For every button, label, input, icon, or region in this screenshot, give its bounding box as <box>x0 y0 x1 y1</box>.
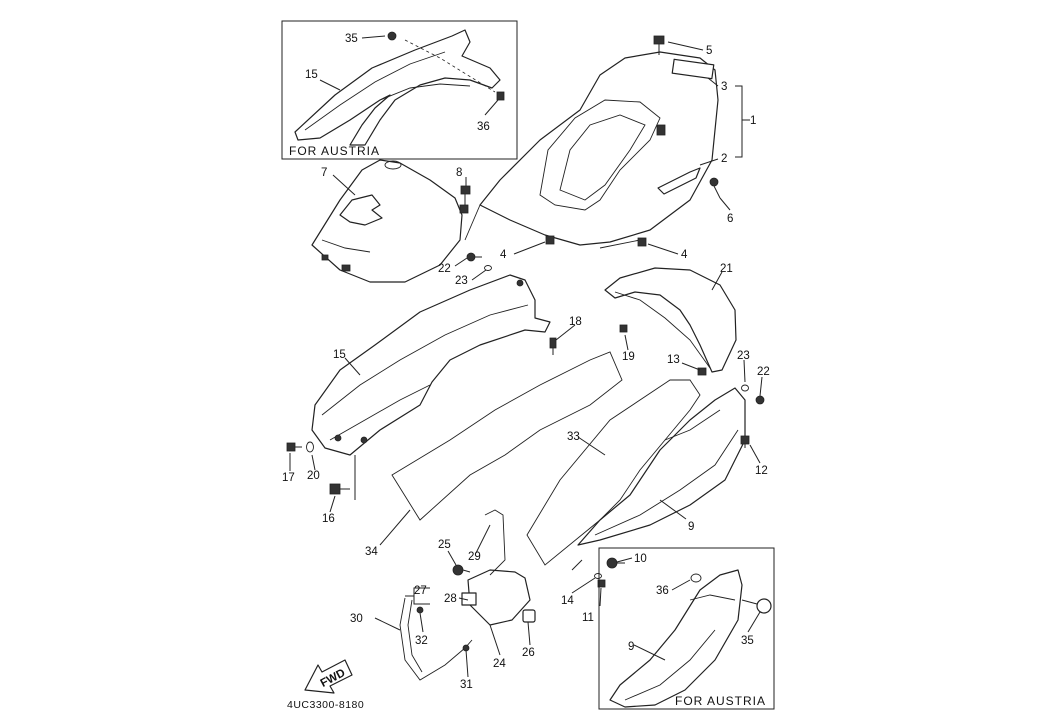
callout-11: 11 <box>582 612 594 624</box>
callout-21: 21 <box>720 263 733 275</box>
callout-19: 19 <box>622 351 635 363</box>
screw-18 <box>549 337 557 355</box>
inset-top-side-cover-drawing <box>294 29 505 146</box>
callout-6: 6 <box>727 213 733 225</box>
inset-top-austria: FOR AUSTRIA <box>281 20 518 160</box>
fasteners-10-11-14 <box>594 557 625 588</box>
callout-12: 12 <box>755 465 768 477</box>
callout-35: 35 <box>345 33 358 45</box>
callout-8: 8 <box>456 167 462 179</box>
seat-bolt-5 <box>653 35 665 55</box>
callout-7: 7 <box>321 167 327 179</box>
callout-24: 24 <box>493 658 506 670</box>
callout-23-left: 23 <box>455 275 468 287</box>
callout-36-inset: 36 <box>656 585 669 597</box>
callout-23-right: 23 <box>737 350 750 362</box>
decal-34-drawing <box>391 351 623 521</box>
callout-10: 10 <box>634 553 647 565</box>
callout-labels: 35 15 36 5 3 1 2 6 7 8 4 4 22 23 21 18 1… <box>282 33 770 691</box>
callout-9-inset: 9 <box>628 641 634 653</box>
callout-15-main: 15 <box>333 349 346 361</box>
callout-22-right: 22 <box>757 366 770 378</box>
inset-bottom-caption: FOR AUSTRIA <box>675 694 766 708</box>
callout-4-left: 4 <box>500 249 507 261</box>
decal-33-drawing <box>526 379 701 566</box>
callout-34: 34 <box>365 546 378 558</box>
seat-assembly-drawing <box>464 51 719 249</box>
callout-36: 36 <box>477 121 490 133</box>
screw-8 <box>459 185 471 214</box>
callout-20: 20 <box>307 470 320 482</box>
side-cover-9-drawing <box>577 367 765 546</box>
callout-22-left: 22 <box>438 263 451 275</box>
callout-25: 25 <box>438 539 451 551</box>
callout-27: 27 <box>414 585 427 597</box>
callout-15: 15 <box>305 69 318 81</box>
callout-4-right: 4 <box>681 249 688 261</box>
callout-5: 5 <box>706 45 712 57</box>
leader-lines <box>289 35 763 678</box>
callout-32: 32 <box>415 635 428 647</box>
fwd-arrow: FWD <box>304 659 353 694</box>
callout-35-inset: 35 <box>741 635 754 647</box>
callout-28: 28 <box>444 593 457 605</box>
callout-14: 14 <box>561 595 574 607</box>
callout-18: 18 <box>569 316 582 328</box>
drawing-code: 4UC3300-8180 <box>287 699 364 711</box>
callout-13: 13 <box>667 354 680 366</box>
seat-screw-6 <box>709 177 721 199</box>
side-cover-15-drawing <box>311 274 551 456</box>
callout-26: 26 <box>522 647 535 659</box>
callout-29: 29 <box>468 551 481 563</box>
callout-17: 17 <box>282 472 295 484</box>
inset-bottom-austria: FOR AUSTRIA <box>598 547 775 710</box>
rear-fender-21-drawing <box>604 267 737 373</box>
inset-top-caption: FOR AUSTRIA <box>289 144 380 158</box>
callout-16: 16 <box>322 513 335 525</box>
callout-9: 9 <box>688 521 694 533</box>
callout-33: 33 <box>567 431 580 443</box>
screw-22-23-left <box>466 252 492 271</box>
callout-30: 30 <box>350 613 363 625</box>
fasteners-16-17-20 <box>286 441 356 500</box>
callout-3: 3 <box>721 81 727 93</box>
callout-31: 31 <box>460 679 473 691</box>
callout-2: 2 <box>721 153 727 165</box>
callout-1: 1 <box>750 115 756 127</box>
